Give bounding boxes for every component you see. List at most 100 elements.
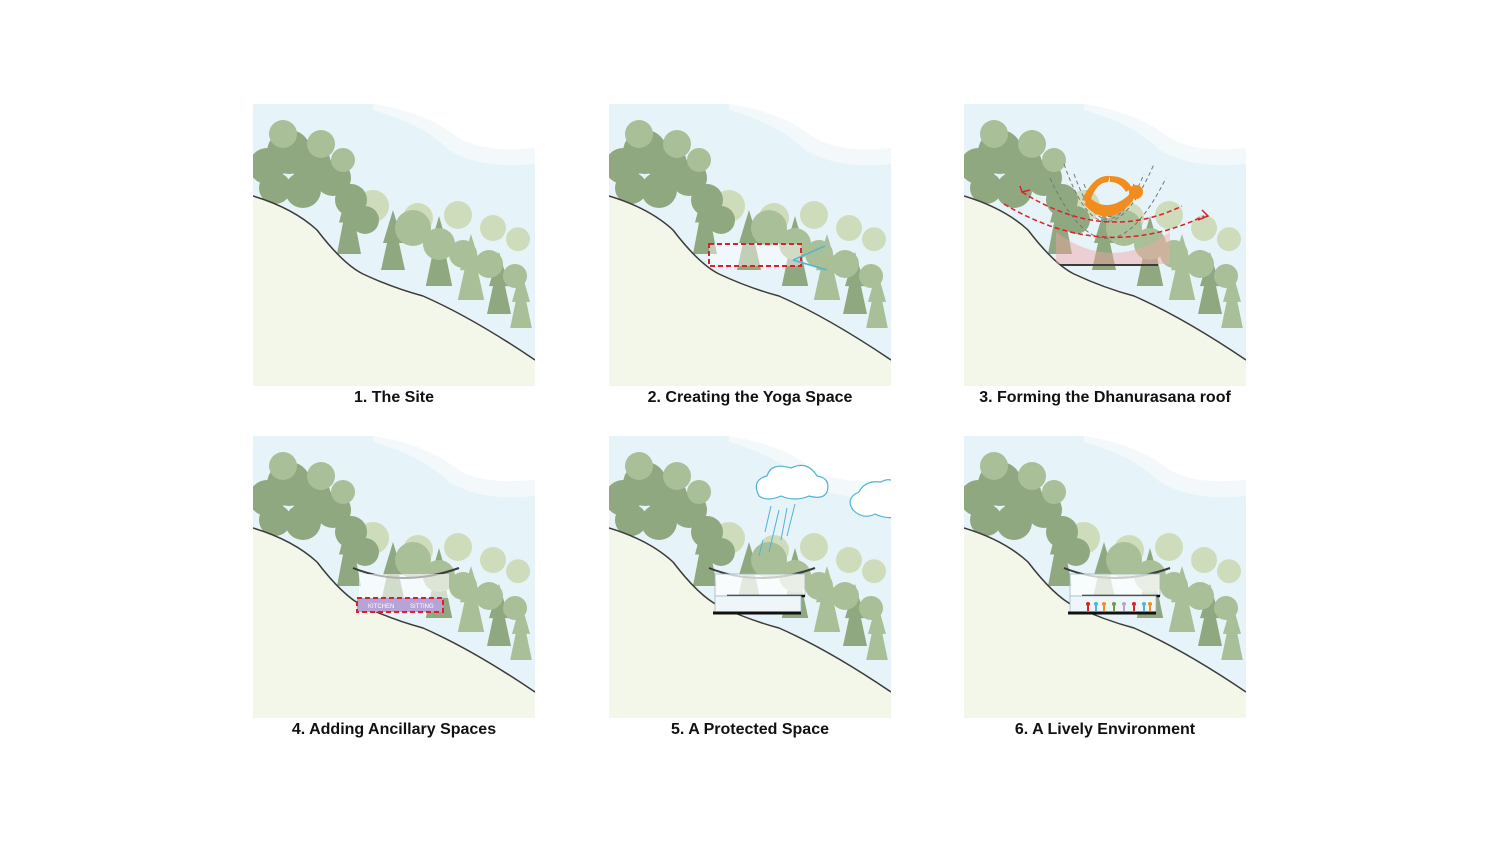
tree-canopy-icon: [970, 172, 1002, 204]
forest: [609, 120, 888, 328]
tree-canopy-icon: [663, 462, 691, 490]
yoga-figure-icon: [1082, 175, 1143, 217]
tree-icon: [1092, 210, 1116, 270]
tree-canopy-icon: [1106, 542, 1142, 578]
tree-canopy-icon: [395, 542, 431, 578]
mountain-ridge: [729, 436, 891, 498]
yoga-hall: [359, 574, 449, 598]
tree-canopy-icon: [503, 596, 527, 620]
tree-canopy-icon: [307, 130, 335, 158]
tree-canopy-icon: [1155, 201, 1183, 229]
mountain-top: [253, 436, 535, 482]
tree-icon: [1198, 252, 1222, 314]
tree-canopy-icon: [805, 240, 833, 268]
tree-canopy-icon: [751, 210, 787, 246]
cloud-icon-right: [849, 479, 891, 519]
tree-canopy-icon: [269, 452, 297, 480]
arrow-head-left-icon: [1019, 185, 1031, 193]
tree-canopy-icon: [444, 533, 472, 561]
tree-canopy-icon: [475, 582, 503, 610]
tree-canopy-icon: [996, 504, 1032, 540]
tree-icon: [1221, 270, 1243, 328]
tree-canopy-icon: [996, 172, 1032, 208]
tree-icon: [693, 184, 717, 254]
hill: [609, 528, 891, 718]
hill: [253, 528, 535, 718]
tree-canopy-icon: [859, 264, 883, 288]
tree-icon: [381, 210, 405, 270]
tree-canopy-icon: [259, 504, 291, 536]
tree-canopy-icon: [444, 201, 472, 229]
tree-canopy-icon: [351, 538, 379, 566]
tree-icon: [457, 234, 485, 300]
tree-canopy-icon: [707, 206, 735, 234]
mountain-top: [253, 104, 535, 150]
yoga-space-outline: [708, 243, 802, 267]
tree-canopy-icon: [506, 559, 530, 584]
arrow-head-right-icon: [1197, 209, 1210, 221]
tree-canopy-icon: [1186, 250, 1214, 278]
tree-canopy-icon: [331, 148, 355, 172]
landscape: [253, 104, 535, 386]
tree-canopy-icon: [423, 228, 455, 260]
caption-protected-space: 5. A Protected Space: [671, 721, 829, 738]
panel-dhanurasana-roof: [964, 104, 1246, 386]
tree-canopy-icon: [285, 172, 321, 208]
forest: [253, 120, 532, 328]
mountain-top: [609, 104, 891, 150]
tree-icon: [1048, 184, 1072, 254]
tree-canopy-icon: [1217, 559, 1241, 584]
tree-canopy-icon: [1018, 130, 1046, 158]
tree-canopy-icon: [503, 264, 527, 288]
tree-canopy-icon: [1155, 533, 1183, 561]
tree-icon: [737, 210, 761, 270]
hill: [964, 528, 1246, 718]
tree-icon: [487, 252, 511, 314]
tree-canopy-icon: [805, 572, 833, 600]
tree-canopy-icon: [615, 172, 647, 204]
tree-canopy-icon: [506, 227, 530, 252]
tree-canopy-icon: [351, 206, 379, 234]
tree-canopy-icon: [800, 201, 828, 229]
arc-arrows: [1003, 191, 1205, 239]
kitchen-label: KITCHEN: [368, 604, 394, 610]
tree-icon: [487, 584, 511, 646]
tree-canopy-icon: [307, 462, 335, 490]
tree-icon: [337, 184, 361, 254]
tree-canopy-icon: [663, 130, 691, 158]
yoga-hall: [1069, 573, 1161, 597]
tree-icon: [843, 252, 867, 314]
tree-canopy-icon: [859, 596, 883, 620]
mountain-top: [964, 104, 1246, 150]
tree-icon: [1198, 584, 1222, 646]
tree-canopy-icon: [480, 215, 506, 241]
tree-canopy-icon: [1160, 240, 1188, 268]
panel-lively-environment: [964, 436, 1246, 718]
tree-canopy-icon: [449, 572, 477, 600]
landscape: [964, 436, 1246, 718]
tree-icon: [510, 602, 532, 660]
tree-canopy-icon: [259, 172, 291, 204]
tree-canopy-icon: [836, 547, 862, 573]
tree-canopy-icon: [1214, 596, 1238, 620]
hill: [964, 196, 1246, 386]
tree-canopy-icon: [269, 120, 297, 148]
tree-canopy-icon: [641, 172, 677, 208]
sitting-label: SITTING: [410, 604, 434, 610]
panel-the-site: [253, 104, 535, 386]
ancillary-purple-band: [357, 598, 443, 612]
tree-canopy-icon: [1186, 582, 1214, 610]
tree-canopy-icon: [395, 210, 431, 246]
tree-icon: [1168, 234, 1196, 300]
tree-icon: [510, 270, 532, 328]
tree-canopy-icon: [1018, 462, 1046, 490]
hill: [253, 196, 535, 386]
caption-the-site: 1. The Site: [353, 389, 435, 406]
landscape: [964, 104, 1246, 386]
tree-icon: [1221, 602, 1243, 660]
view-arrow-icon: [792, 245, 828, 271]
tree-canopy-icon: [836, 215, 862, 241]
hill-outline: [609, 195, 891, 361]
tree-canopy-icon: [625, 120, 653, 148]
tree-canopy-icon: [1191, 215, 1217, 241]
